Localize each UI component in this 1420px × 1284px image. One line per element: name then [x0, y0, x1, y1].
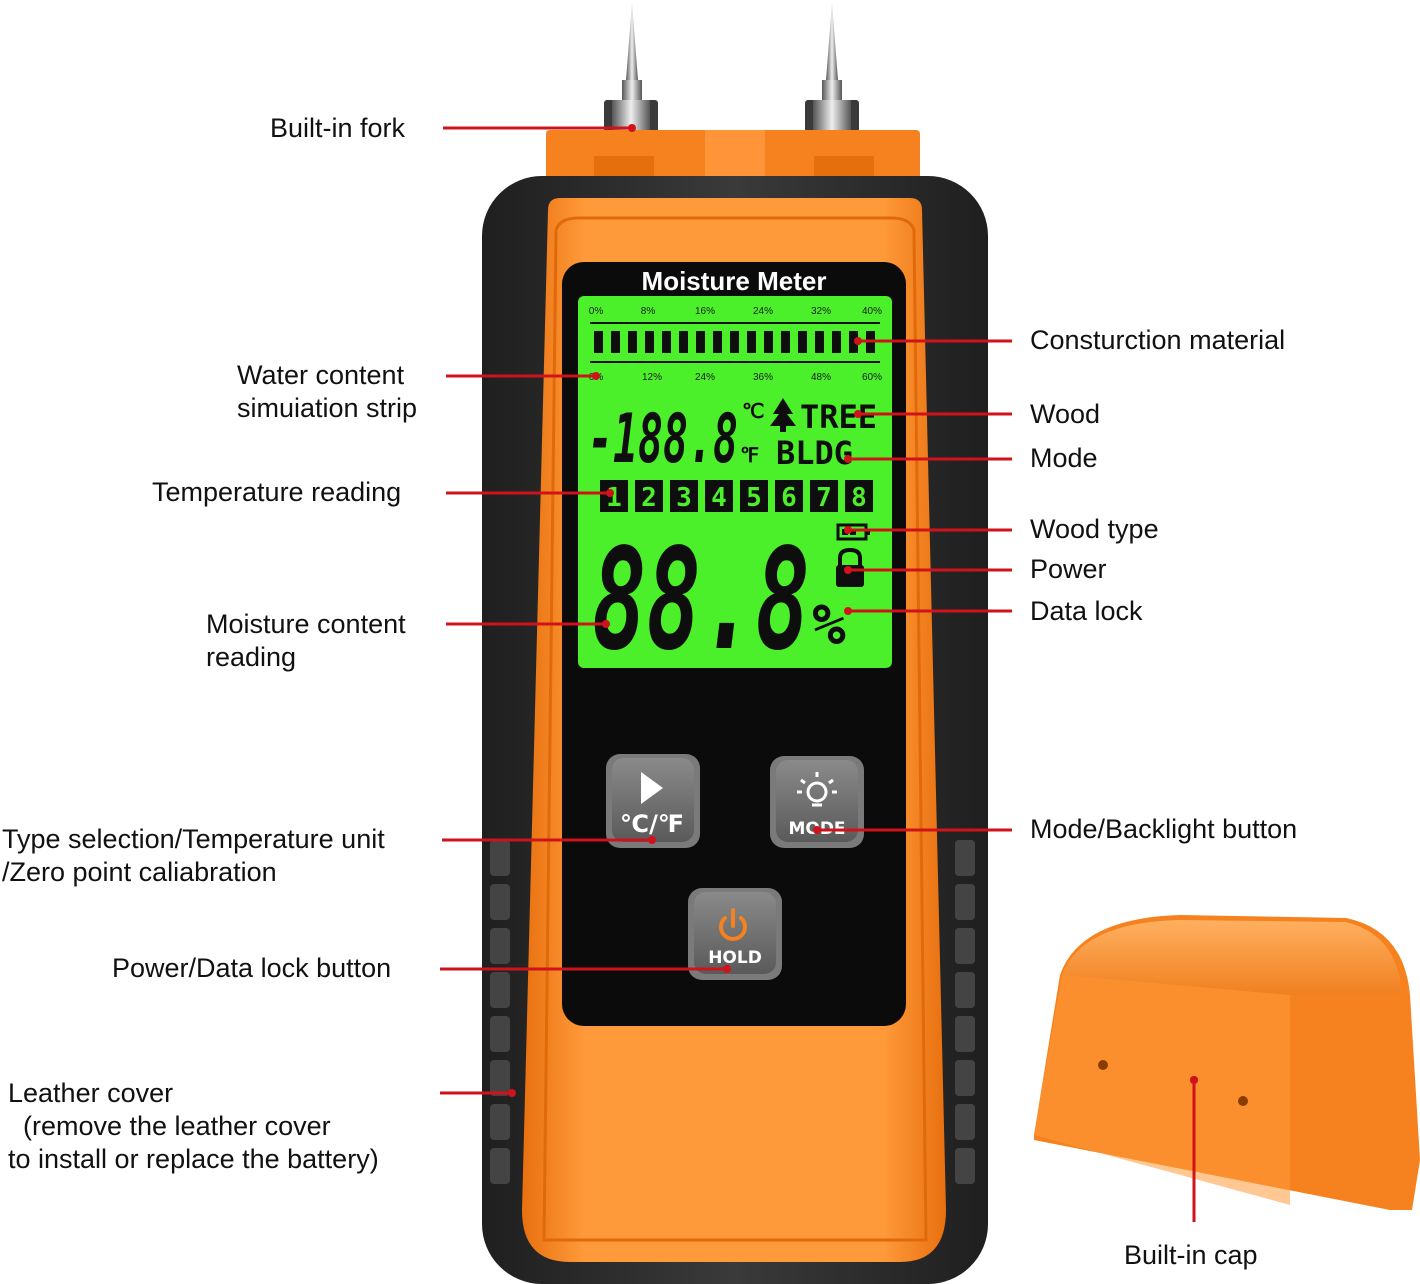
probe-pins: [604, 2, 859, 132]
top-scale-5: 40%: [862, 306, 882, 317]
leader-lines: [440, 124, 1198, 1222]
label-power: Power: [1030, 554, 1107, 584]
mode-button[interactable]: MODE: [770, 756, 864, 848]
water-content-strip: [594, 331, 875, 353]
label-power-data-lock-button: Power/Data lock button: [112, 953, 392, 983]
bottom-scale-2: 24%: [695, 372, 715, 383]
wood-type-5: 5: [746, 483, 762, 513]
power-icon: [719, 908, 747, 941]
unit-fahrenheit: ℉: [740, 443, 759, 467]
wood-type-2: 2: [641, 483, 657, 513]
lcd-screen: Moisture Meter 0% 8% 16% 24% 32% 40% 0%: [578, 266, 892, 682]
label-mode: Mode: [1030, 443, 1098, 473]
label-mode-backlight-button: Mode/Backlight button: [1030, 814, 1298, 844]
label-water-content-strip: Water content simuiation strip: [237, 360, 418, 423]
lcd-title: Moisture Meter: [642, 266, 827, 296]
wood-type-7: 7: [816, 483, 832, 513]
bottom-scale-3: 36%: [753, 372, 773, 383]
unit-celsius: ℃: [742, 399, 764, 423]
label-data-lock: Data lock: [1030, 596, 1143, 626]
tree-icon: [770, 398, 796, 432]
label-leather-cover: Leather cover (remove the leather cover …: [8, 1078, 379, 1174]
top-scale-4: 32%: [811, 306, 831, 317]
unit-button-label: ℃/℉: [620, 810, 684, 838]
label-moisture-content-reading: Moisture content reading: [206, 609, 406, 672]
bldg-label: BLDG: [776, 434, 853, 472]
top-scale-1: 8%: [641, 306, 656, 317]
unit-select-button[interactable]: ℃/℉: [606, 754, 700, 848]
label-wood-type: Wood type: [1030, 514, 1159, 544]
wood-type-6: 6: [781, 483, 797, 513]
label-built-in-cap: Built-in cap: [1124, 1240, 1258, 1270]
label-type-selection: Type selection/Temperature unit /Zero po…: [2, 824, 385, 887]
bottom-scale-1: 12%: [642, 372, 662, 383]
label-temperature-reading: Temperature reading: [152, 477, 402, 507]
wood-type-8: 8: [851, 483, 867, 513]
label-wood: Wood: [1030, 399, 1101, 429]
backlight-bulb-icon: [797, 772, 837, 807]
wood-type-3: 3: [676, 483, 692, 513]
label-built-in-fork: Built-in fork: [270, 113, 406, 143]
tree-label: TREE: [800, 398, 877, 436]
temperature-display: -188.8: [588, 400, 738, 479]
wood-type-indicators: 1 2 3 4 5 6 7 8: [600, 480, 873, 513]
hold-button-label: HOLD: [708, 948, 762, 968]
moisture-display: 88.8: [592, 519, 810, 682]
wood-type-4: 4: [711, 483, 727, 513]
hold-button[interactable]: HOLD: [688, 888, 782, 980]
built-in-cap: [1034, 915, 1420, 1210]
top-scale-2: 16%: [695, 306, 715, 317]
bottom-scale-4: 48%: [811, 372, 831, 383]
wood-type-1: 1: [606, 483, 622, 513]
play-icon: [641, 772, 663, 804]
top-scale-3: 24%: [753, 306, 773, 317]
top-scale: 0% 8% 16% 24% 32% 40%: [589, 306, 882, 317]
top-scale-0: 0%: [589, 306, 604, 317]
label-construction-material: Consturction material: [1030, 325, 1286, 355]
bottom-scale-5: 60%: [862, 372, 882, 383]
percent-sign: %: [812, 593, 846, 658]
